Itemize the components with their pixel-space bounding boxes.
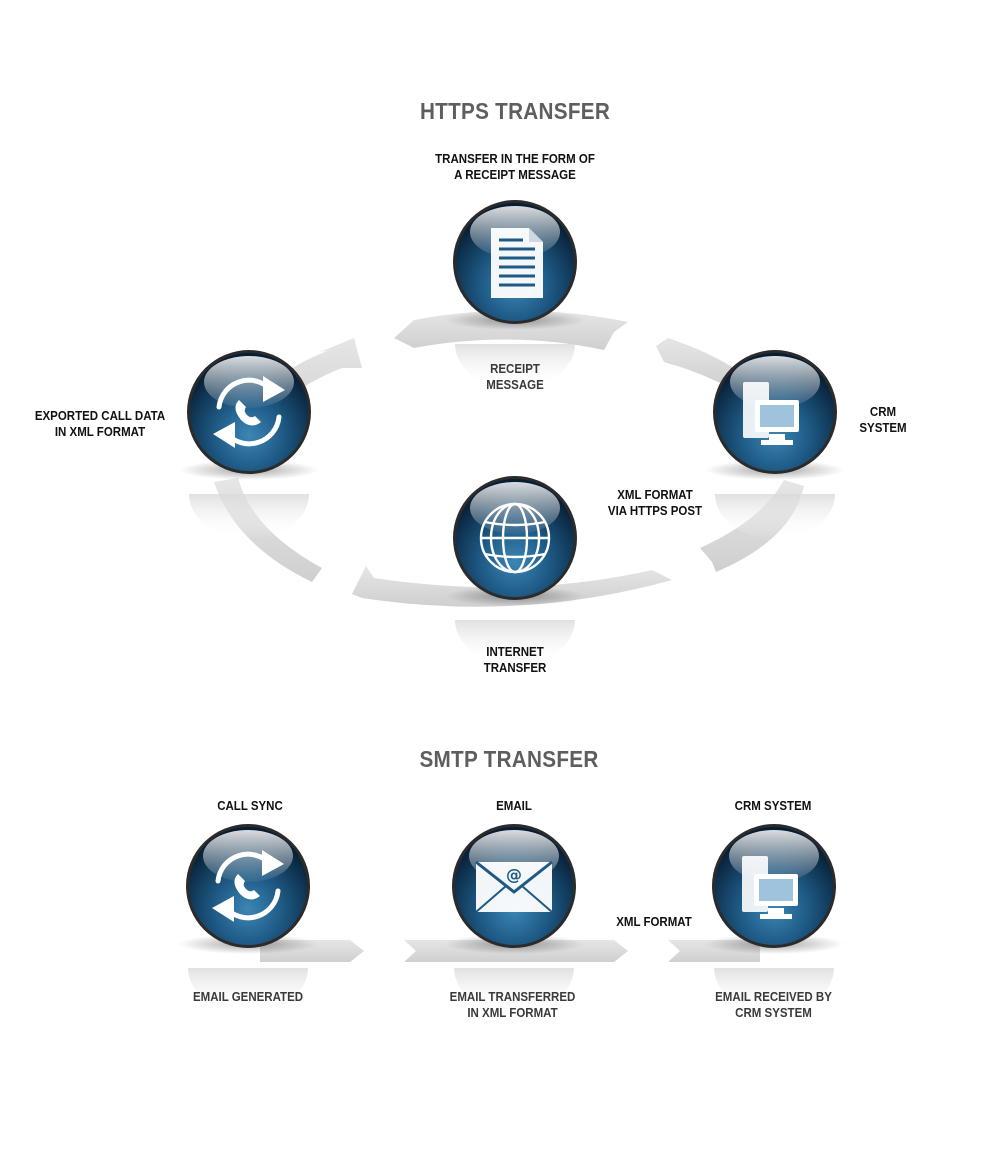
arrow-bottom-internet [352,566,672,607]
orb-call-sync [178,824,318,1013]
smtp-section-title: SMTP TRANSFER [419,746,599,772]
smtp-crm-top-label: CRM SYSTEM [734,799,812,813]
smtp-edge-label: XML FORMAT [616,915,692,929]
orb-internet [445,476,585,665]
orb-exported [179,350,319,539]
internet-bottom-label: INTERNET TRANSFER [483,645,547,675]
https-edge-label: XML FORMAT VIA HTTPS POST [607,488,703,518]
orb-email [444,824,584,1013]
https-section-title: HTTPS TRANSFER [419,98,611,124]
call-sync-top-label: CALL SYNC [217,799,283,813]
envelope-icon [474,860,554,914]
call-sync-bottom-label: EMAIL GENERATED [192,990,304,1004]
email-bottom-label: EMAIL TRANSFERRED IN XML FORMAT [449,990,576,1020]
document-icon [489,226,545,300]
smtp-crm-bottom-label: EMAIL RECEIVED BY CRM SYSTEM [715,990,832,1020]
receipt-top-label: TRANSFER IN THE FORM OF A RECEIPT MESSAG… [435,152,595,182]
exported-side-label: EXPORTED CALL DATA IN XML FORMAT [34,409,166,439]
crm-side-label: CRM SYSTEM [859,405,907,435]
email-top-label: EMAIL [496,799,532,813]
orb-smtp-crm [704,824,844,1013]
orb-crm [705,350,845,539]
receipt-bottom-label: RECEIPT MESSAGE [486,362,544,392]
arrow-crm-to-receipt [656,338,740,388]
